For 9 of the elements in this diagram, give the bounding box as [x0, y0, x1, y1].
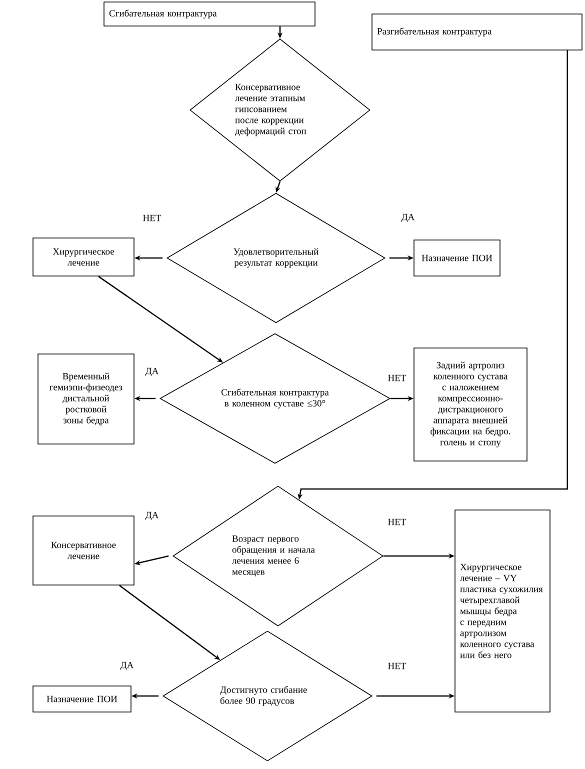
- process-box: Разгибательная контрактура: [372, 14, 582, 50]
- process-box: Назначение ПОИ: [414, 240, 500, 276]
- process-box: Задний артролиз коленного сустава с наложением компрессионно-дистракционого аппарата внешней фиксации на бедро. голень и стопу: [414, 348, 528, 462]
- process-box: Сгибательная контрактура: [104, 2, 316, 26]
- process-box: Консервативное лечение: [32, 516, 134, 586]
- process-box: Хирургическое лечение – VY пластика сухожилия четырехглавой мышцы бедра с передним артролизом коленного сустава или без него: [454, 510, 550, 712]
- process-box: Временный гемиэпи-физеодез дистальной ростковой зоны бедра: [38, 354, 134, 444]
- process-box: Хирургическое лечение: [32, 238, 134, 276]
- process-box: Назначение ПОИ: [32, 686, 132, 712]
